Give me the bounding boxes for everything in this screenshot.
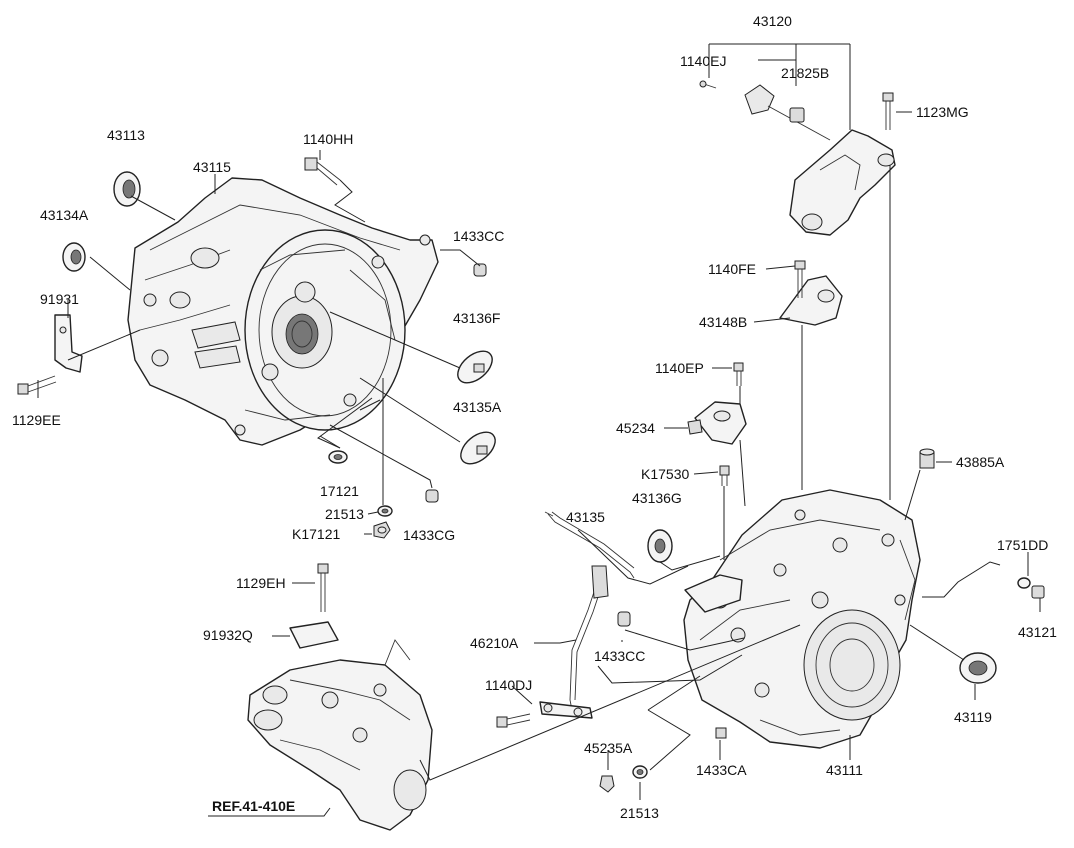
label-43136G[interactable]: 43136G: [632, 490, 682, 506]
label-K17530[interactable]: K17530: [641, 466, 689, 482]
label-1140EP[interactable]: 1140EP: [655, 360, 704, 376]
magnet-43136F-drawing: [457, 350, 493, 384]
label-1140EJ[interactable]: 1140EJ: [680, 53, 726, 69]
label-43135A[interactable]: 43135A: [453, 399, 502, 415]
washer-21513-b-drawing: [632, 765, 648, 779]
label-1140FE[interactable]: 1140FE: [708, 261, 756, 277]
label-ref-41-410E[interactable]: REF.41-410E: [212, 798, 295, 814]
seal-43113-drawing: [113, 171, 141, 207]
label-43115[interactable]: 43115: [193, 159, 231, 175]
magnet-43136G-drawing: [647, 529, 673, 563]
label-91931[interactable]: 91931: [40, 291, 79, 307]
plug-K17121-drawing: [373, 521, 391, 539]
label-46210A[interactable]: 46210A: [470, 635, 519, 651]
washer-21513-drawing: [377, 505, 393, 517]
label-43119[interactable]: 43119: [954, 709, 992, 725]
label-21513-b[interactable]: 21513: [620, 805, 659, 821]
pin-1433CC-b-drawing: [617, 611, 631, 627]
sensor-46210A-drawing: [539, 565, 609, 719]
label-1140HH[interactable]: 1140HH: [303, 131, 353, 147]
plug-43121-drawing: [1031, 585, 1045, 599]
label-43121[interactable]: 43121: [1018, 624, 1057, 640]
transaxle-case-drawing: [683, 489, 921, 749]
label-21825B[interactable]: 21825B: [781, 65, 829, 81]
clutch-housing-drawing: [127, 177, 439, 446]
bolt-1140HH-drawing: [304, 157, 341, 186]
label-43885A[interactable]: 43885A: [956, 454, 1005, 470]
washer-1751DD-drawing: [1017, 577, 1031, 589]
magnet-43135A-drawing: [460, 431, 496, 465]
label-43136F[interactable]: 43136F: [453, 310, 500, 326]
bolt-1129EE-drawing: [17, 375, 57, 395]
label-1433CC-b[interactable]: 1433CC: [594, 648, 645, 664]
mount-bracket-drawing: [699, 80, 896, 236]
bolt-1140DJ-drawing: [496, 713, 531, 728]
label-21513-a[interactable]: 21513: [325, 506, 364, 522]
leader-lines: [37, 43, 1041, 817]
washer-17121-drawing: [328, 450, 348, 464]
nut-45235A-drawing: [599, 775, 615, 793]
label-1433CG[interactable]: 1433CG: [403, 527, 455, 543]
label-45235A[interactable]: 45235A: [584, 740, 633, 756]
pin-1433CC-drawing: [473, 263, 487, 277]
sensor-43885A-drawing: [919, 448, 935, 469]
pin-1433CA-drawing: [715, 727, 727, 739]
label-1123MG[interactable]: 1123MG: [916, 104, 969, 120]
label-43111[interactable]: 43111: [826, 762, 863, 778]
bracket-43148B-drawing: [779, 260, 843, 326]
label-45234[interactable]: 45234: [616, 420, 655, 436]
label-43113[interactable]: 43113: [107, 127, 145, 143]
sensor-45234-drawing: [687, 362, 747, 486]
label-17121[interactable]: 17121: [320, 483, 359, 499]
pin-1433CG-drawing: [425, 489, 439, 503]
label-1433CC-a[interactable]: 1433CC: [453, 228, 504, 244]
label-1129EE[interactable]: 1129EE: [12, 412, 61, 428]
seal-43119-drawing: [959, 652, 997, 684]
label-43148B[interactable]: 43148B: [699, 314, 747, 330]
label-1129EH[interactable]: 1129EH: [236, 575, 286, 591]
label-43120[interactable]: 43120: [753, 13, 792, 29]
label-K17121[interactable]: K17121: [292, 526, 340, 542]
gearbox-module-drawing: [247, 563, 433, 831]
part-labels: 43120 1140EJ 21825B 1123MG 43113 1140HH …: [12, 13, 1057, 821]
label-43134A[interactable]: 43134A: [40, 207, 89, 223]
label-1140DJ[interactable]: 1140DJ: [485, 677, 532, 693]
label-1751DD[interactable]: 1751DD: [997, 537, 1048, 553]
label-1433CA[interactable]: 1433CA: [696, 762, 747, 778]
pipe-43135-drawing: [544, 511, 635, 579]
seal-43134A-drawing: [62, 242, 86, 272]
bracket-91931-drawing: [54, 314, 83, 373]
label-43135[interactable]: 43135: [566, 509, 605, 525]
label-91932Q[interactable]: 91932Q: [203, 627, 253, 643]
